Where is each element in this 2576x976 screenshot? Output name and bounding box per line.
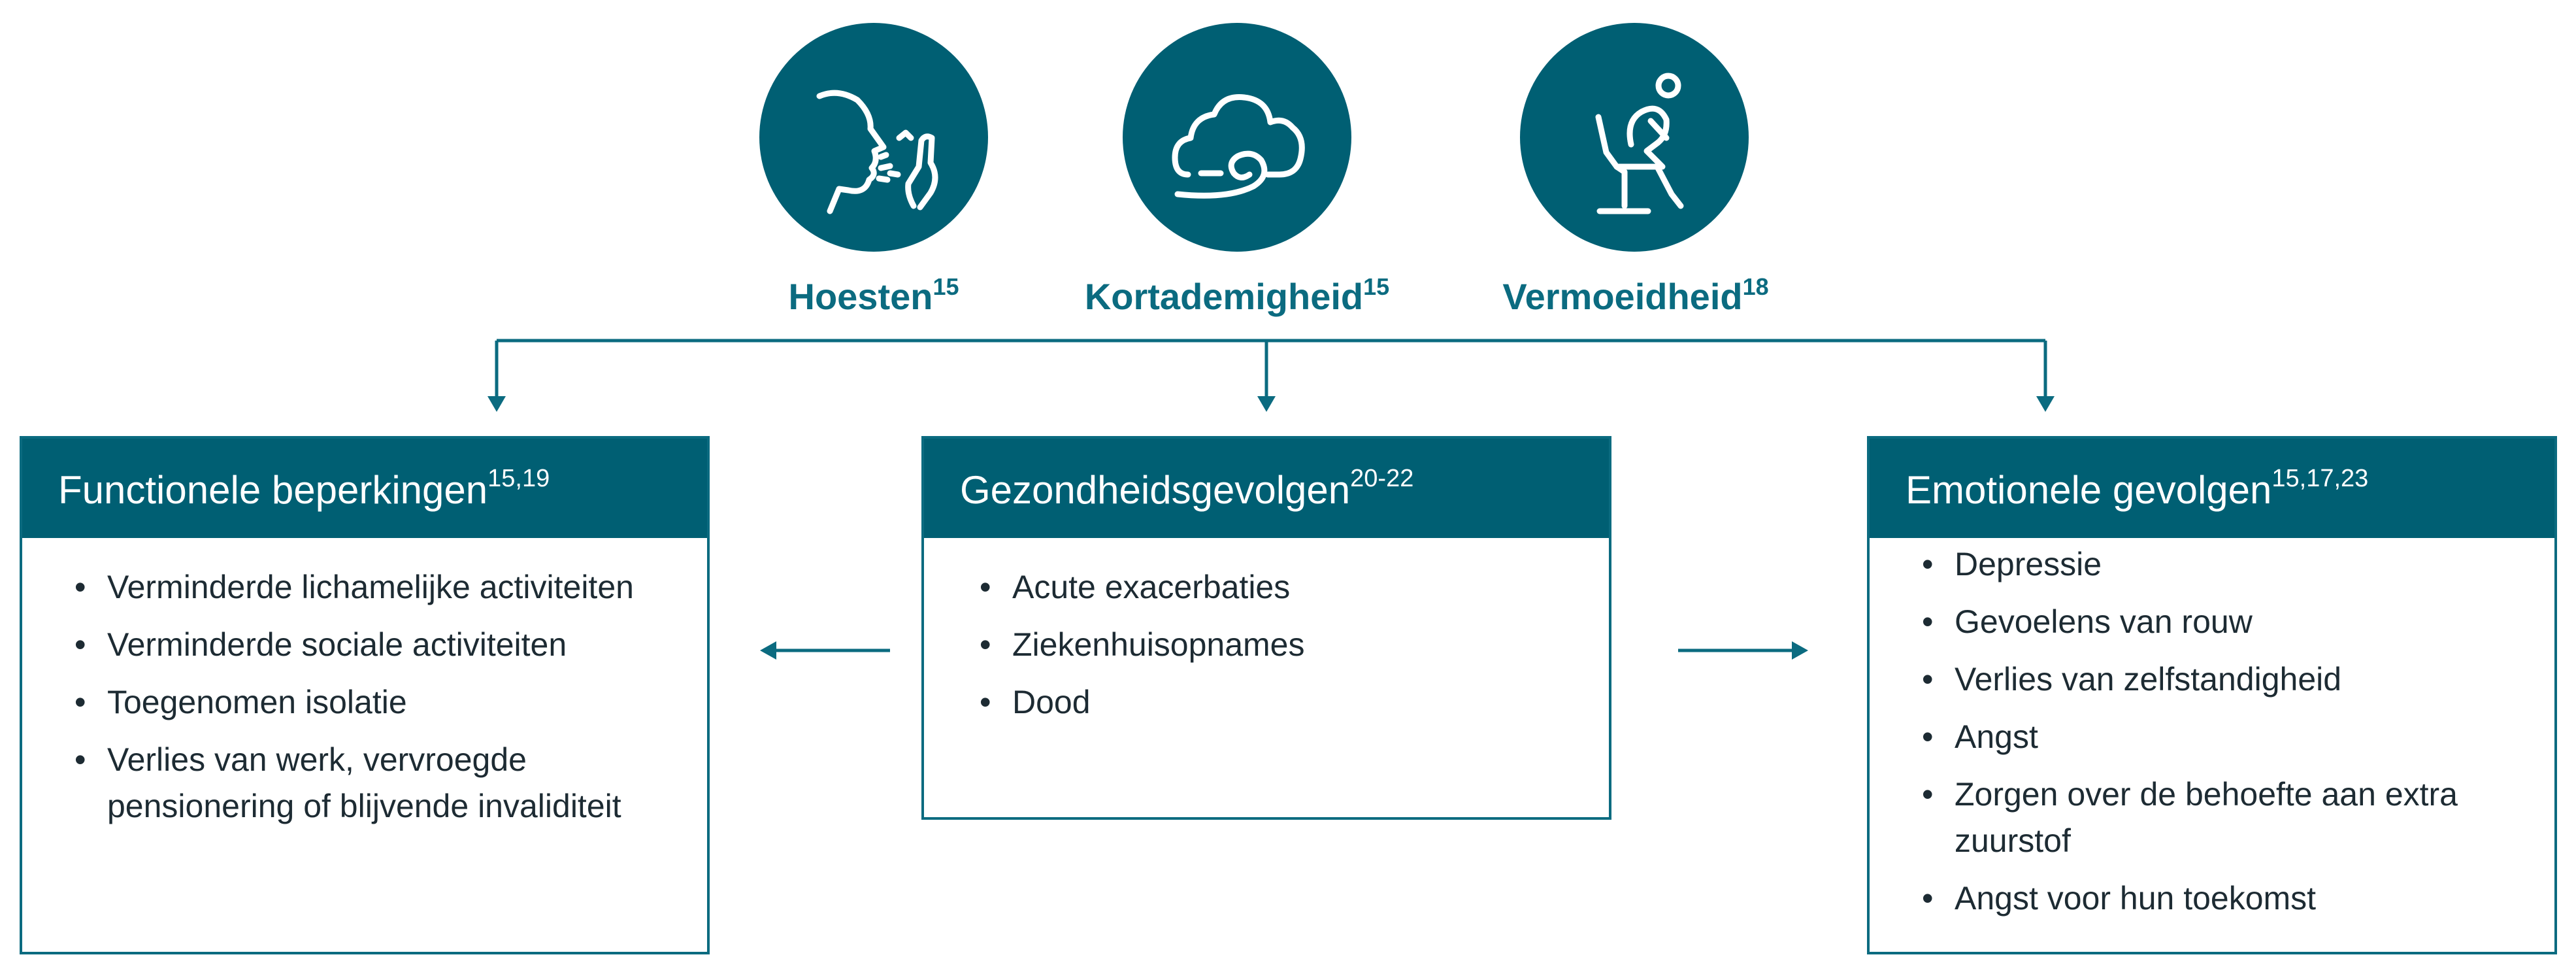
list-item: Angst voor hun toekomst: [1870, 875, 2554, 922]
emotional-consequences-list: Depressie Gevoelens van rouw Verlies van…: [1870, 538, 2554, 922]
emotional-consequences-box: Emotionele gevolgen15,17,23 Depressie Ge…: [1867, 436, 2557, 954]
list-item: Toegenomen isolatie: [22, 679, 707, 726]
functional-limitations-header: Functionele beperkingen15,19: [22, 439, 707, 538]
functional-limitations-list: Verminderde lichamelijke activiteiten Ve…: [22, 538, 707, 830]
list-item: Verlies van zelfstandigheid: [1870, 656, 2554, 703]
arrowhead-down-right: [2036, 396, 2055, 412]
list-item: Verminderde lichamelijke activiteiten: [22, 564, 707, 611]
fatigue-circle: [1520, 23, 1749, 252]
list-item: Acute exacerbaties: [924, 564, 1609, 611]
list-item: Angst: [1870, 714, 2554, 760]
health-consequences-box: Gezondheidsgevolgen20-22 Acute exacerbat…: [921, 436, 1611, 820]
list-item: Verminderde sociale activiteiten: [22, 622, 707, 668]
breath-circle: [1123, 23, 1351, 252]
breath-cloud-icon: [1172, 94, 1305, 199]
coughing-face-icon: [816, 90, 938, 214]
symptom-label-cough: Hoesten15: [788, 273, 959, 317]
cough-circle: [759, 23, 988, 252]
emotional-consequences-header: Emotionele gevolgen15,17,23: [1870, 439, 2554, 538]
list-item: Dood: [924, 679, 1609, 726]
list-item: Verlies van werk, vervroegde pensionerin…: [22, 737, 707, 830]
arrowhead-left: [760, 641, 776, 660]
symptom-label-breath: Kortademigheid15: [1084, 273, 1390, 317]
list-item: Ziekenhuisopnames: [924, 622, 1609, 668]
list-item: Gevoelens van rouw: [1870, 599, 2554, 645]
list-item: Zorgen over de behoefte aan extra zuurst…: [1870, 771, 2554, 864]
arrowhead-right: [1792, 641, 1808, 660]
list-item: Depressie: [1870, 541, 2554, 588]
health-consequences-list: Acute exacerbaties Ziekenhuisopnames Doo…: [924, 538, 1609, 726]
health-consequences-header: Gezondheidsgevolgen20-22: [924, 439, 1609, 538]
functional-limitations-box: Functionele beperkingen15,19 Verminderde…: [20, 436, 710, 954]
tired-person-chair-icon: [1595, 73, 1684, 214]
symptom-label-fatigue: Vermoeidheid18: [1502, 273, 1769, 317]
arrowhead-down-left: [487, 396, 506, 412]
arrowhead-down-center: [1257, 396, 1276, 412]
